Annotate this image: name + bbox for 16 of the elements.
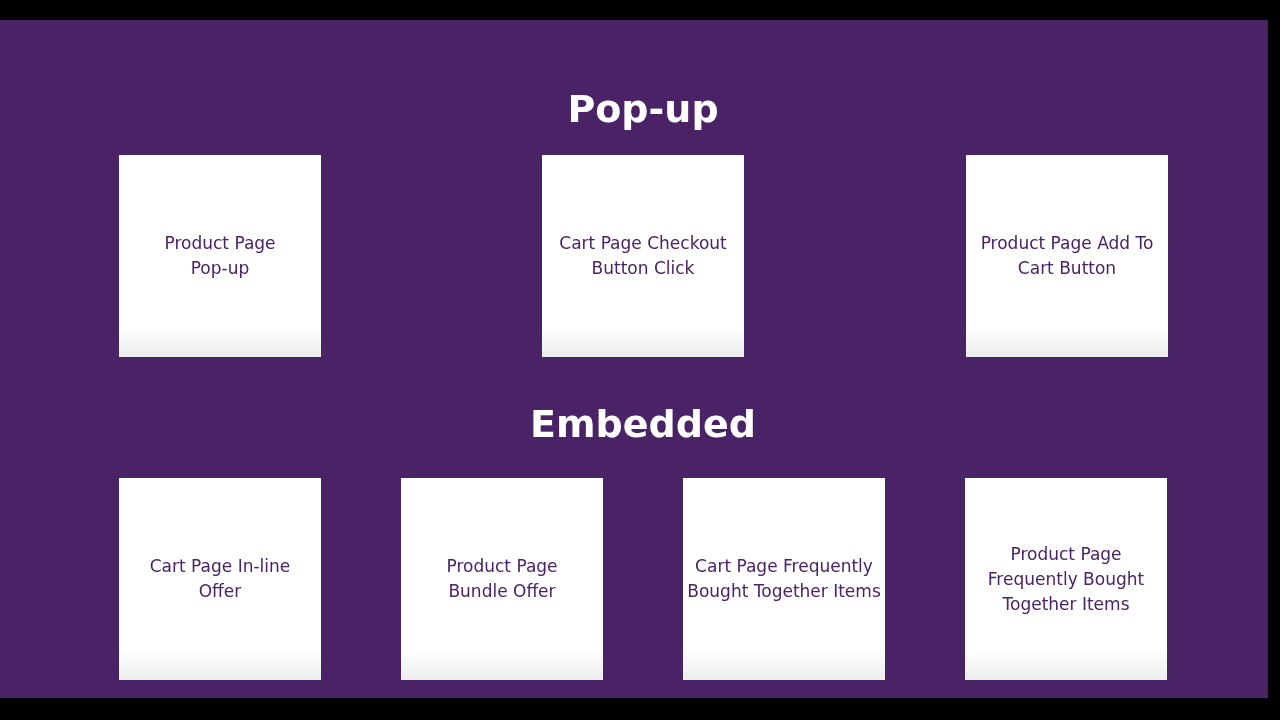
section-heading: Embedded xyxy=(530,402,756,446)
text-card xyxy=(965,478,1167,680)
text-card xyxy=(542,155,744,357)
card-text: Cart Page Checkout Button Click xyxy=(558,232,728,280)
card-text: Cart Page Frequently Bought Together Items xyxy=(686,555,882,603)
card-text: Product Page Frequently Bought Together Items xyxy=(986,542,1146,616)
text-card xyxy=(683,478,885,680)
card-text: Cart Page In-line Offer xyxy=(148,555,292,603)
card-text: Product Page Pop-up xyxy=(163,232,277,280)
text-card xyxy=(401,478,603,680)
text-card xyxy=(966,155,1168,357)
card-text: Product Page Add To Cart Button xyxy=(979,232,1155,280)
text-card xyxy=(119,478,321,680)
section-heading: Pop-up xyxy=(567,87,719,131)
text-card xyxy=(119,155,321,357)
card-text: Product Page Bundle Offer xyxy=(445,555,559,603)
